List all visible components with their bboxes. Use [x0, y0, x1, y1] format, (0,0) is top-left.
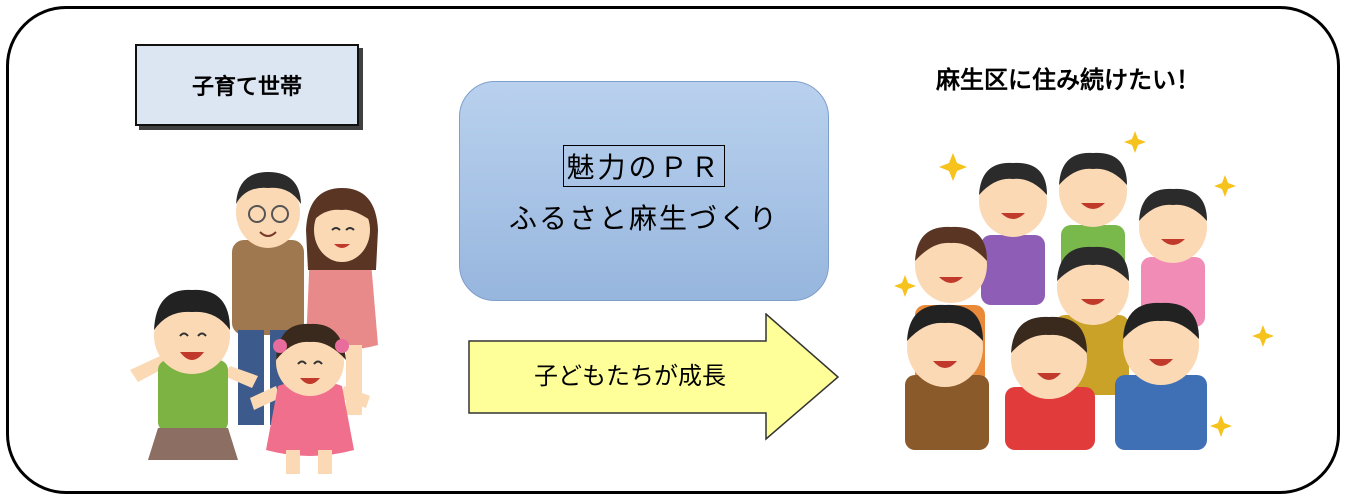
arrow-label: 子どもたちが成長 — [534, 362, 726, 390]
family-illustration — [130, 172, 378, 474]
boy-figure — [130, 289, 258, 460]
pr-subtitle: ふるさと麻生づくり — [508, 202, 779, 235]
sparkle-icons — [894, 131, 1274, 437]
crowd-illustration — [894, 131, 1274, 450]
family-label-box: 子育て世帯 — [135, 44, 359, 126]
family-label: 子育て世帯 — [191, 75, 302, 100]
girl-figure — [250, 323, 370, 474]
growth-arrow — [468, 313, 840, 441]
group-heading: 麻生区に住み続けたい！ — [936, 66, 1200, 94]
pr-title: 魅力のＰＲ — [563, 145, 725, 187]
pr-box: 魅力のＰＲ ふるさと麻生づくり — [459, 81, 829, 301]
